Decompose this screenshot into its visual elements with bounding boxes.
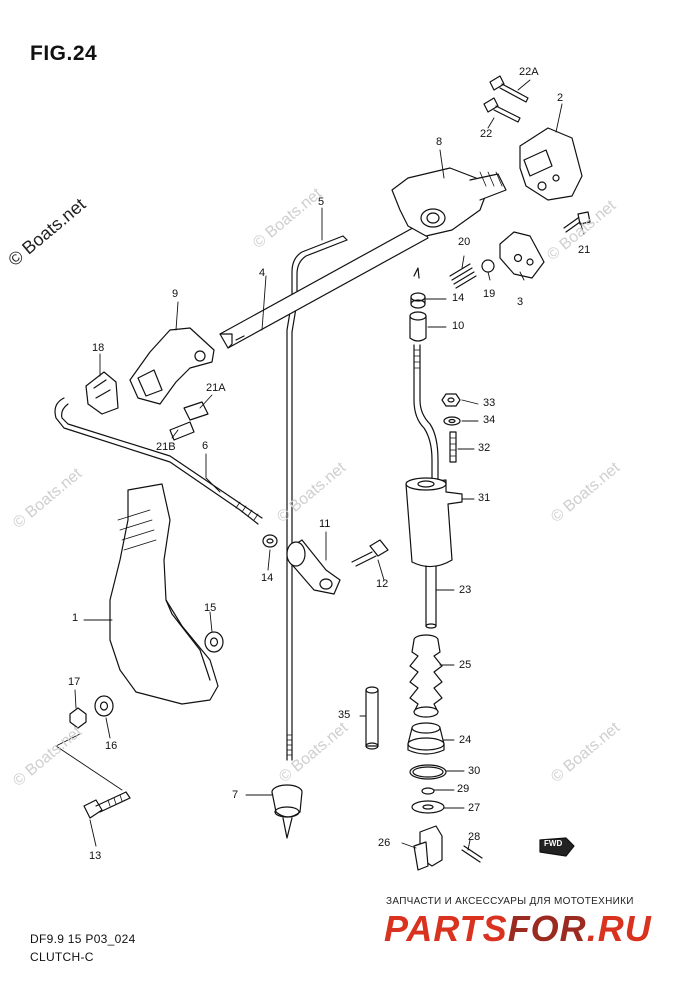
callout-4[interactable]: 4 [259,267,266,279]
callout-13[interactable]: 13 [89,850,102,862]
spring-drawing [449,259,495,289]
bracket-drawing [519,127,583,201]
callout-23[interactable]: 23 [459,584,472,596]
callout-28[interactable]: 28 [468,831,481,843]
leader-lines [74,79,585,851]
callout-19[interactable]: 19 [483,288,496,300]
callout-34[interactable]: 34 [483,414,496,426]
fwd-badge-drawing [539,837,575,857]
bolts-top-drawing [483,75,591,233]
callout-18[interactable]: 18 [92,342,105,354]
handle-drawing [109,483,219,705]
promo-logo-for: FOR [507,908,587,949]
callout-20[interactable]: 20 [458,236,471,248]
lever-drawing [391,167,507,237]
callout-31[interactable]: 31 [478,492,491,504]
callout-35[interactable]: 35 [338,709,351,721]
bracket-26-drawing [413,825,483,871]
promo-tagline: ЗАПЧАСТИ И АКСЕССУАРЫ ДЛЯ МОТОТЕХНИКИ [386,896,634,907]
callout-32[interactable]: 32 [478,442,491,454]
seal-group-drawing [407,722,447,814]
lever-11-drawing [262,534,389,595]
callout-2[interactable]: 2 [557,92,564,104]
callout-12[interactable]: 12 [376,578,389,590]
callout-21a[interactable]: 21A [206,382,226,394]
callout-22[interactable]: 22 [480,128,493,140]
callout-14-top[interactable]: 14 [452,292,465,304]
callout-30[interactable]: 30 [468,765,481,777]
callout-9[interactable]: 9 [172,288,179,300]
callout-21b[interactable]: 21B [156,441,176,453]
callout-14-bottom[interactable]: 14 [261,572,274,584]
callout-5[interactable]: 5 [318,196,325,208]
fastener-group-drawing [55,631,224,819]
callout-17[interactable]: 17 [68,676,81,688]
promo-logo-ru: .RU [586,908,652,949]
callout-21[interactable]: 21 [578,244,591,256]
callout-10[interactable]: 10 [452,320,465,332]
link-rod-drawing [54,397,263,525]
block-drawing [405,477,463,629]
callout-26[interactable]: 26 [378,837,391,849]
callout-1[interactable]: 1 [72,612,79,624]
grommet-drawing [271,784,303,839]
fwd-badge: FWD [544,839,563,848]
figure-title: FIG.24 [30,42,98,65]
callout-6[interactable]: 6 [202,440,209,452]
callout-8[interactable]: 8 [436,136,443,148]
boot-drawing [409,634,443,718]
callout-33[interactable]: 33 [483,397,496,409]
figure-code: DF9.9 15 P03_024 [30,932,136,946]
callout-16[interactable]: 16 [105,740,118,752]
plate-drawing [499,231,545,279]
callout-29[interactable]: 29 [457,783,470,795]
clutch-rod-drawing [409,267,439,487]
bracket-9-drawing [85,327,215,441]
callout-27[interactable]: 27 [468,802,481,814]
callout-25[interactable]: 25 [459,659,472,671]
callout-15[interactable]: 15 [204,602,217,614]
nut-group-drawing [441,393,461,463]
pin-drawing [365,686,379,750]
promo-logo[interactable]: PARTSFOR.RU [384,908,652,950]
callout-22a[interactable]: 22A [519,66,539,78]
callout-3[interactable]: 3 [517,296,524,308]
callout-11[interactable]: 11 [319,518,331,530]
callout-24[interactable]: 24 [459,734,472,746]
promo-logo-parts: PARTS [384,908,508,949]
shaft-drawing [219,223,429,349]
figure-name: CLUTCH-C [30,950,94,964]
callout-7[interactable]: 7 [232,789,239,801]
